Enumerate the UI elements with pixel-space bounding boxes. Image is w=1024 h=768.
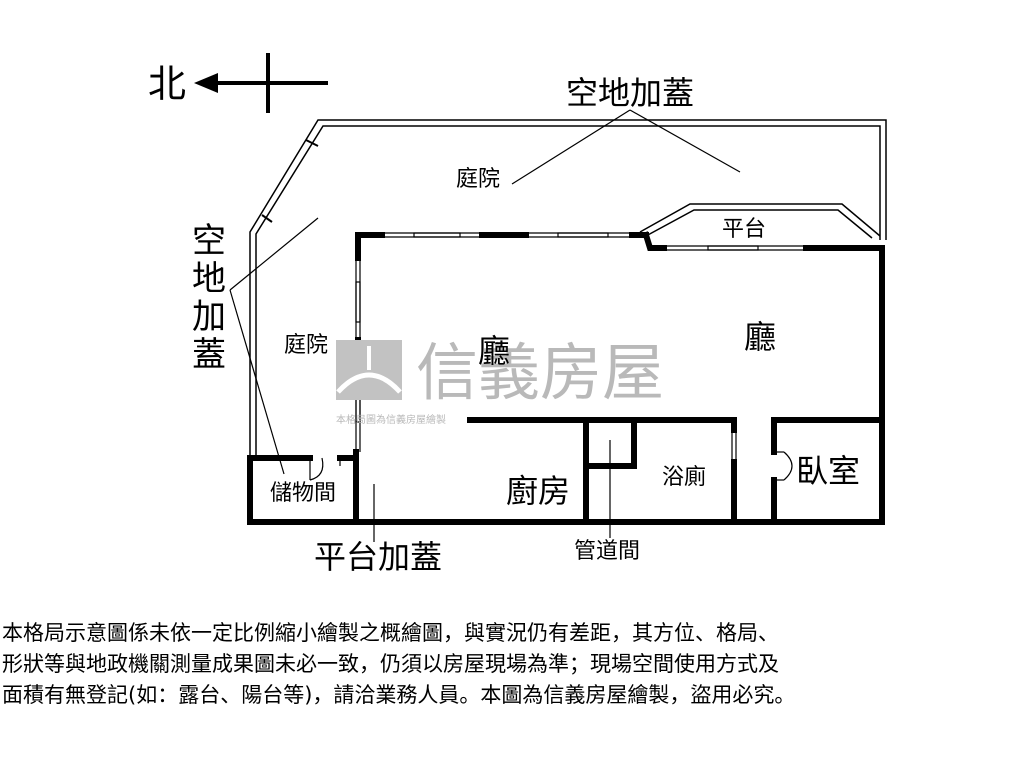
- compass-label: 北: [148, 62, 186, 106]
- label-platform-top: 平台: [722, 217, 766, 242]
- label-platform-addition: 平台加蓋: [314, 538, 442, 576]
- disclaimer: 本格局示意圖係未依一定比例縮小繪製之概繪圖，與實況仍有差距，其方位、格局、 形狀…: [2, 618, 1022, 711]
- floor-plan: 北: [148, 53, 887, 576]
- label-bathroom: 浴廁: [662, 465, 706, 490]
- label-bedroom: 臥室: [796, 452, 860, 490]
- room-labels: 空地加蓋 庭院 空 地 加 蓋 平台 廳 廳 庭院 儲物間 廚房 浴廁 臥室 平…: [192, 74, 860, 576]
- disclaimer-line-3: 面積有無登記(如：露台、陽台等)，請洽業務人員。本圖為信義房屋繪製，盜用必究。: [2, 683, 796, 707]
- label-left-addition-3: 加: [192, 297, 226, 337]
- label-top-addition: 空地加蓋: [566, 74, 694, 112]
- label-living-right: 廳: [744, 318, 776, 356]
- doors: [309, 451, 793, 481]
- label-living-left: 廳: [478, 332, 510, 370]
- watermark-brand: 信義房屋: [416, 336, 664, 409]
- addition-boundary: [249, 119, 887, 455]
- leader-lines: [229, 109, 741, 542]
- disclaimer-line-2: 形狀等與地政機關測量成果圖未必一致，仍須以房屋現場為準；現場空間使用方式及: [2, 652, 779, 676]
- watermark: 信義房屋 本格局圖為信義房屋繪製: [336, 336, 664, 426]
- watermark-small-text: 本格局圖為信義房屋繪製: [336, 413, 446, 426]
- brand-logo: [336, 340, 402, 400]
- disclaimer-line-1: 本格局示意圖係未依一定比例縮小繪製之概繪圖，與實況仍有差距，其方位、格局、: [2, 621, 779, 645]
- label-left-addition-1: 空: [192, 221, 226, 261]
- label-left-addition-2: 地: [192, 259, 226, 299]
- label-kitchen: 廚房: [506, 472, 570, 510]
- label-storage: 儲物間: [270, 481, 336, 506]
- north-arrow: 北: [148, 53, 328, 113]
- label-pipe-room: 管道間: [574, 539, 640, 564]
- label-courtyard-left: 庭院: [284, 333, 328, 358]
- windows: [355, 232, 806, 462]
- label-courtyard-top: 庭院: [456, 167, 500, 192]
- label-left-addition-4: 蓋: [192, 335, 226, 375]
